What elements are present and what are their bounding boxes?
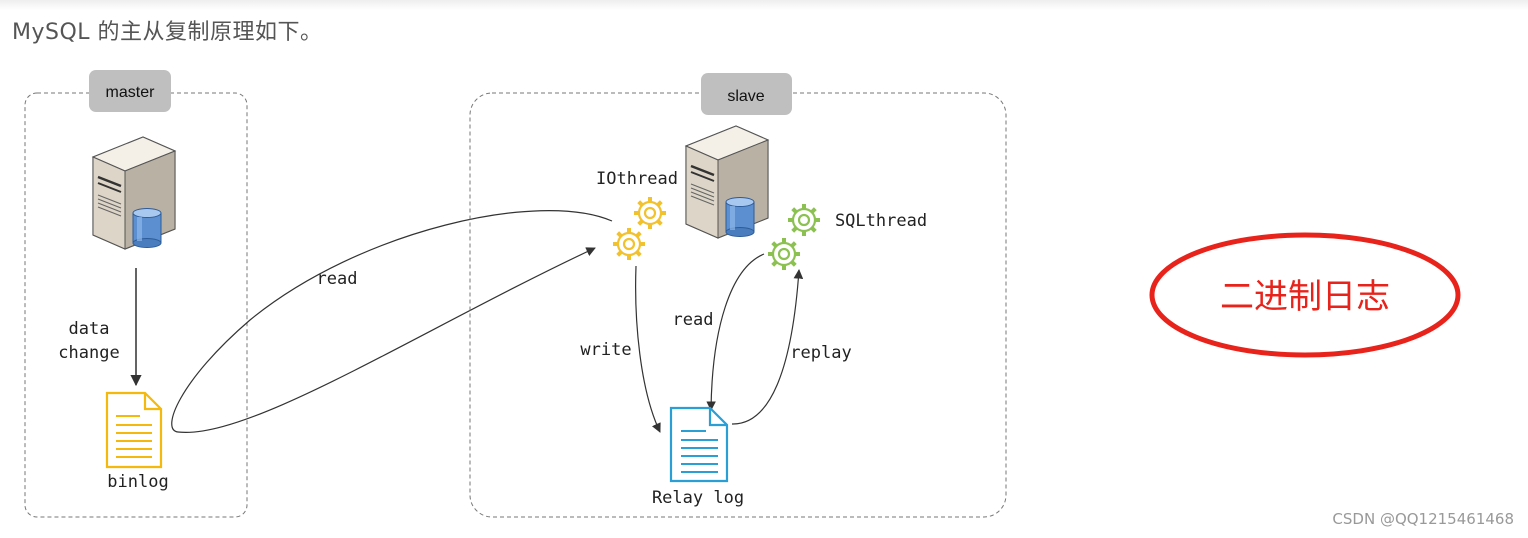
sqlthread-label: SQLthread <box>835 211 927 231</box>
slave-tag-bg <box>701 73 792 115</box>
binlog-label: binlog <box>107 472 168 492</box>
replay-arrow <box>731 269 804 425</box>
read-binlog-label: read <box>317 269 358 289</box>
write-arrow <box>635 265 661 433</box>
write-label: write <box>580 340 631 360</box>
master-server-icon <box>91 135 177 251</box>
replay-label: replay <box>790 343 851 363</box>
slave-server-icon <box>684 124 770 240</box>
callout-text: 二进制日志 <box>1220 277 1390 317</box>
sqlthread-gear-icon <box>766 202 822 272</box>
iothread-label: IOthread <box>596 169 678 189</box>
master-tag: master <box>106 84 156 101</box>
data-label: data <box>69 319 110 339</box>
callout-ellipse <box>1149 232 1461 358</box>
change-label: change <box>58 343 119 363</box>
relay-log-label: Relay log <box>652 488 744 508</box>
slave-tag: slave <box>727 88 764 105</box>
sql-read-label: read <box>673 310 714 330</box>
iothread-gear-icon <box>611 195 668 262</box>
master-tag-bg <box>89 70 171 112</box>
read-binlog-arrow <box>171 210 613 433</box>
intro-text: MySQL 的主从复制原理如下。 <box>12 20 323 45</box>
sql-read-arrow <box>706 253 765 411</box>
top-bar <box>0 0 1528 10</box>
relay-log-file-icon <box>669 406 729 483</box>
watermark: CSDN @QQ1215461468 <box>1332 510 1514 528</box>
binlog-file-icon <box>105 391 163 469</box>
